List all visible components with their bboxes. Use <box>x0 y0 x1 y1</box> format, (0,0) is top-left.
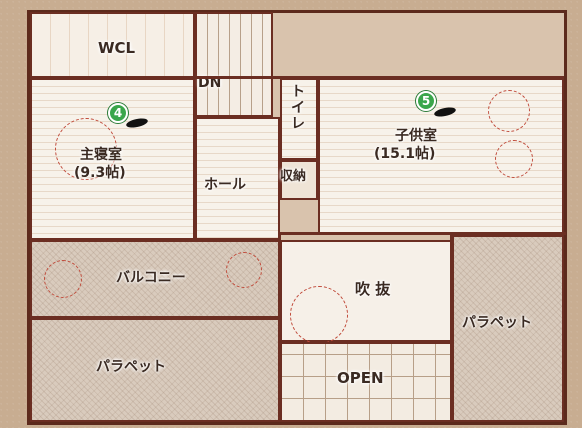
door-swing <box>488 90 530 132</box>
master-bedroom-name: 主寝室 <box>80 147 122 163</box>
balcony-label: バルコニー <box>116 270 186 286</box>
parapet-right-label: パラペット <box>462 315 532 331</box>
kids-room-size: (15.1帖) <box>374 146 436 162</box>
area-parapet-right <box>452 235 564 422</box>
room-toilet <box>280 78 318 160</box>
area-parapet-bottom <box>30 318 280 422</box>
stairs-dn <box>195 12 273 117</box>
door-swing <box>495 140 533 178</box>
stairs-dn-label: DN <box>198 75 222 91</box>
door-swing <box>226 252 262 288</box>
wall-line <box>450 232 453 422</box>
area-open <box>280 342 452 422</box>
wall-line <box>30 76 320 79</box>
wall-line <box>278 232 281 422</box>
room-wcl-label: WCL <box>98 39 136 57</box>
kids-room-name: 子供室 <box>395 128 437 144</box>
toilet-label: トイレ <box>291 84 305 133</box>
wall-line <box>278 232 566 235</box>
storage-label: 収納 <box>280 169 307 184</box>
room-wcl <box>30 12 195 78</box>
wall-line <box>318 76 564 79</box>
parapet-bottom-label: パラペット <box>96 359 166 375</box>
door-swing <box>55 118 117 180</box>
room-storage <box>280 160 318 200</box>
open-label: OPEN <box>337 369 384 387</box>
master-bedroom-size: (9.3帖) <box>74 165 126 181</box>
room-marker-4: 4 <box>108 103 128 123</box>
room-hall <box>195 117 280 240</box>
void-label: 吹 抜 <box>355 280 391 298</box>
door-swing <box>290 286 348 344</box>
hall-label: ホール <box>204 177 246 193</box>
door-swing <box>44 260 82 298</box>
room-marker-5: 5 <box>416 91 436 111</box>
